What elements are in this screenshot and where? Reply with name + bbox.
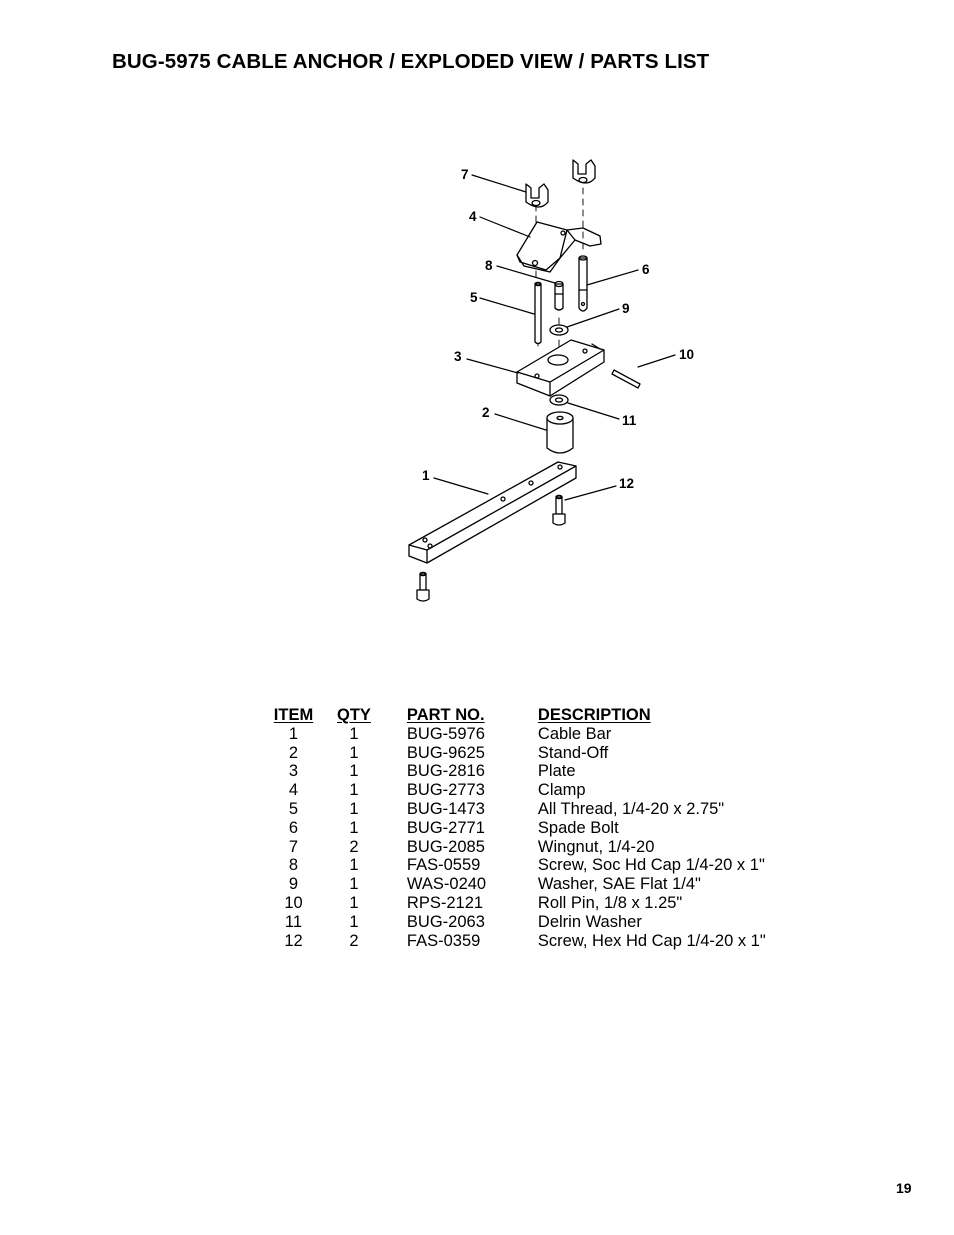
socket-head-screw xyxy=(554,280,564,311)
qty-cell: 1 xyxy=(349,818,359,837)
item-cell: 7 xyxy=(288,837,299,856)
plate-part xyxy=(516,339,605,397)
parts-list-row: 4 1 BUG-2773 Clamp xyxy=(270,781,798,800)
item-cell: 10 xyxy=(284,893,303,912)
callout-2: 2 xyxy=(482,405,490,420)
description-cell: All Thread, 1/4-20 x 2.75" xyxy=(537,799,725,818)
part-no-cell: BUG-5976 xyxy=(406,724,485,743)
parts-list-row: 12 2 FAS-0359 Screw, Hex Hd Cap 1/4-20 x 1" xyxy=(270,932,798,951)
item-cell: 3 xyxy=(288,762,299,781)
part-no-cell: WAS-0240 xyxy=(406,875,487,894)
parts-list-row: 7 2 BUG-2085 Wingnut, 1/4-20 xyxy=(270,838,798,857)
description-cell: Clamp xyxy=(537,781,586,800)
clamp-part xyxy=(516,221,602,273)
description-cell: Screw, Hex Hd Cap 1/4-20 x 1" xyxy=(537,931,766,950)
leader-lines xyxy=(433,174,676,501)
description-cell: Roll Pin, 1/8 x 1.25" xyxy=(537,893,683,912)
flat-washer xyxy=(549,324,569,336)
item-cell: 11 xyxy=(284,912,303,931)
part-no-cell: BUG-2771 xyxy=(406,818,485,837)
wingnut-left xyxy=(525,183,549,208)
part-no-cell: BUG-1473 xyxy=(406,799,485,818)
qty-cell: 1 xyxy=(349,856,359,875)
parts-list-row: 6 1 BUG-2771 Spade Bolt xyxy=(270,819,798,838)
item-cell: 1 xyxy=(288,724,299,743)
callout-6: 6 xyxy=(642,262,650,277)
parts-list-row: 2 1 BUG-9625 Stand-Off xyxy=(270,744,798,763)
item-cell: 4 xyxy=(288,781,299,800)
item-cell: 6 xyxy=(288,818,299,837)
callout-4: 4 xyxy=(469,209,477,224)
qty-cell: 1 xyxy=(349,799,359,818)
qty-cell: 1 xyxy=(349,743,359,762)
page-number: 19 xyxy=(896,1180,912,1196)
part-no-cell: BUG-2816 xyxy=(406,762,485,781)
part-no-cell: BUG-2773 xyxy=(406,781,485,800)
item-cell: 2 xyxy=(288,743,299,762)
qty-cell: 1 xyxy=(349,762,359,781)
part-no-cell: FAS-0359 xyxy=(406,931,481,950)
callout-5: 5 xyxy=(470,290,478,305)
qty-cell: 2 xyxy=(349,931,359,950)
part-no-cell: FAS-0559 xyxy=(406,856,481,875)
parts-list-row: 8 1 FAS-0559 Screw, Soc Hd Cap 1/4-20 x 1" xyxy=(270,856,798,875)
description-cell: Washer, SAE Flat 1/4" xyxy=(537,875,701,894)
hex-head-screw-lower xyxy=(416,571,430,602)
qty-cell: 1 xyxy=(349,781,359,800)
item-cell: 9 xyxy=(288,875,299,894)
cable-bar xyxy=(408,461,577,564)
exploded-view-diagram: 7 4 8 6 5 9 3 10 2 11 1 12 xyxy=(408,159,694,602)
callout-10: 10 xyxy=(679,347,694,362)
qty-cell: 2 xyxy=(349,837,359,856)
callout-11: 11 xyxy=(622,413,637,428)
callout-12: 12 xyxy=(619,476,634,491)
part-no-cell: RPS-2121 xyxy=(406,893,484,912)
parts-list-row: 1 1 BUG-5976 Cable Bar xyxy=(270,725,798,744)
part-no-cell: BUG-9625 xyxy=(406,743,485,762)
all-thread-rod xyxy=(534,281,542,345)
wingnut-right xyxy=(572,159,596,184)
qty-cell: 1 xyxy=(349,893,359,912)
hex-head-screw-upper xyxy=(552,494,566,526)
callout-8: 8 xyxy=(485,258,493,273)
spade-bolt xyxy=(578,255,588,312)
qty-cell: 1 xyxy=(349,875,359,894)
description-cell: Screw, Soc Hd Cap 1/4-20 x 1" xyxy=(537,856,765,875)
parts-list-header-row: ITEM QTY PART NO. DESCRIPTION xyxy=(270,706,798,725)
page-title: BUG-5975 CABLE ANCHOR / EXPLODED VIEW / … xyxy=(112,50,710,73)
stand-off-cylinder xyxy=(546,411,574,454)
parts-list-row: 3 1 BUG-2816 Plate xyxy=(270,762,798,781)
description-cell: Cable Bar xyxy=(537,724,612,743)
parts-list-row: 9 1 WAS-0240 Washer, SAE Flat 1/4" xyxy=(270,875,798,894)
description-cell: Delrin Washer xyxy=(537,912,642,931)
description-cell: Spade Bolt xyxy=(537,818,619,837)
callout-3: 3 xyxy=(454,349,462,364)
description-cell: Plate xyxy=(537,762,576,781)
part-no-cell: BUG-2063 xyxy=(406,912,485,931)
callout-7: 7 xyxy=(461,167,469,182)
callout-1: 1 xyxy=(422,468,430,483)
description-cell: Wingnut, 1/4-20 xyxy=(537,837,655,856)
parts-list-row: 5 1 BUG-1473 All Thread, 1/4-20 x 2.75" xyxy=(270,800,798,819)
qty-column-header: QTY xyxy=(337,706,371,724)
description-column-header: DESCRIPTION xyxy=(537,706,651,724)
item-cell: 5 xyxy=(288,799,299,818)
item-cell: 8 xyxy=(288,856,299,875)
description-cell: Stand-Off xyxy=(537,743,609,762)
delrin-washer xyxy=(549,394,569,406)
callout-9: 9 xyxy=(622,301,630,316)
part-no-column-header: PART NO. xyxy=(406,706,485,724)
part-no-cell: BUG-2085 xyxy=(406,837,485,856)
item-column-header: ITEM xyxy=(273,706,314,724)
qty-cell: 1 xyxy=(349,912,359,931)
qty-cell: 1 xyxy=(349,724,359,743)
parts-list-row: 10 1 RPS-2121 Roll Pin, 1/8 x 1.25" xyxy=(270,894,798,913)
item-cell: 12 xyxy=(284,931,303,950)
roll-pin xyxy=(611,369,641,389)
